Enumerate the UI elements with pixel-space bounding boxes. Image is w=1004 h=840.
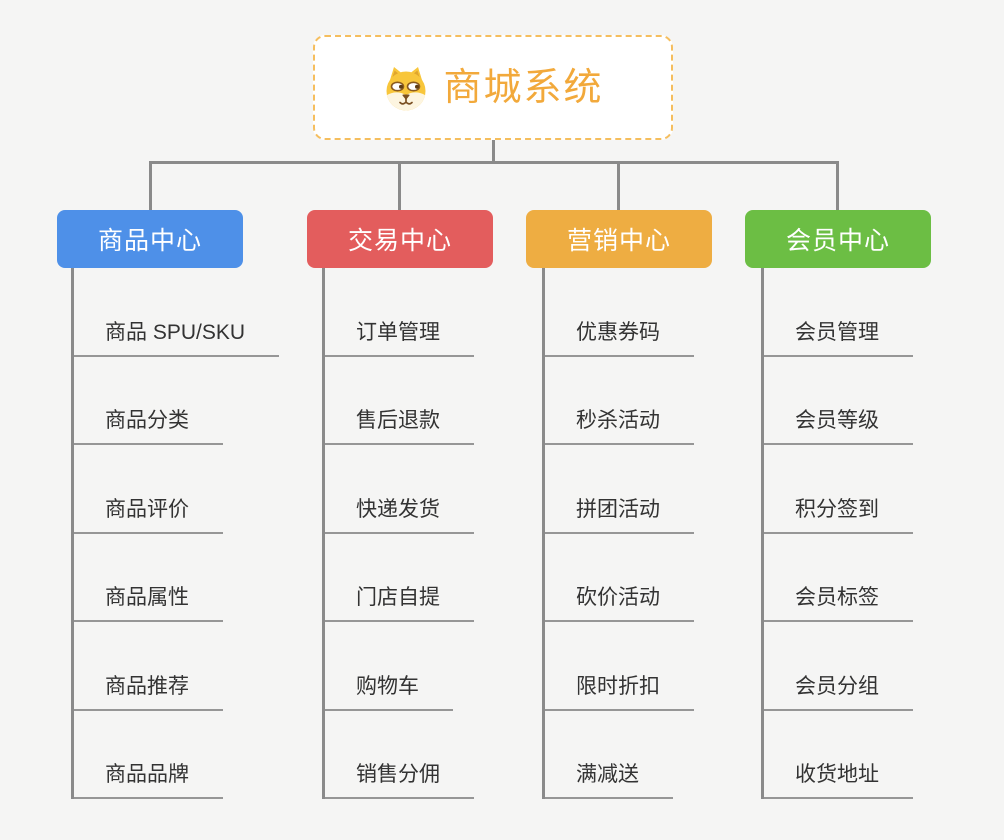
- connector-horizontal-spine: [149, 161, 839, 164]
- leaf-topic[interactable]: 满减送: [545, 711, 673, 799]
- branch-topic-trade-center[interactable]: 交易中心: [307, 210, 493, 268]
- leaf-topic[interactable]: 秒杀活动: [545, 357, 694, 445]
- leaf-topic[interactable]: 商品分类: [74, 357, 223, 445]
- connector-drop-marketing: [617, 161, 620, 210]
- branch-children-product: 商品 SPU/SKU 商品分类 商品评价 商品属性 商品推荐 商品品牌: [71, 268, 280, 799]
- branch-topic-member-center[interactable]: 会员中心: [745, 210, 931, 268]
- branch-topic-product-center[interactable]: 商品中心: [57, 210, 243, 268]
- leaf-topic[interactable]: 商品属性: [74, 534, 223, 622]
- root-topic[interactable]: 商城系统: [313, 35, 673, 140]
- leaf-topic[interactable]: 销售分佣: [325, 711, 474, 799]
- leaf-topic[interactable]: 会员管理: [764, 268, 913, 357]
- leaf-topic[interactable]: 商品评价: [74, 445, 223, 534]
- branch-topic-marketing-center[interactable]: 营销中心: [526, 210, 712, 268]
- branch-topic-label: 营销中心: [566, 227, 671, 255]
- leaf-topic[interactable]: 快递发货: [325, 445, 474, 534]
- branch-topic-label: 商品中心: [97, 227, 202, 255]
- leaf-topic[interactable]: 商品推荐: [74, 622, 223, 711]
- branch-children-trade: 订单管理 售后退款 快递发货 门店自提 购物车 销售分佣: [322, 268, 474, 799]
- leaf-topic[interactable]: 拼团活动: [545, 445, 694, 534]
- leaf-topic[interactable]: 会员分组: [764, 622, 913, 711]
- branch-topic-label: 会员中心: [785, 227, 890, 255]
- leaf-topic[interactable]: 会员等级: [764, 357, 913, 445]
- leaf-topic[interactable]: 售后退款: [325, 357, 474, 445]
- leaf-topic[interactable]: 限时折扣: [545, 622, 694, 711]
- branch-children-marketing: 优惠券码 秒杀活动 拼团活动 砍价活动 限时折扣 满减送: [542, 268, 694, 799]
- connector-drop-member: [836, 161, 839, 210]
- connector-drop-product: [149, 161, 152, 210]
- leaf-topic[interactable]: 会员标签: [764, 534, 913, 622]
- leaf-topic[interactable]: 商品 SPU/SKU: [74, 268, 280, 357]
- leaf-topic[interactable]: 购物车: [325, 622, 453, 711]
- dog-face-icon: [382, 64, 430, 112]
- leaf-topic[interactable]: 订单管理: [325, 268, 474, 357]
- leaf-topic[interactable]: 收货地址: [764, 711, 913, 799]
- branch-topic-label: 交易中心: [347, 227, 452, 255]
- root-topic-label: 商城系统: [443, 66, 604, 109]
- branch-children-member: 会员管理 会员等级 积分签到 会员标签 会员分组 收货地址: [761, 268, 913, 799]
- leaf-topic[interactable]: 商品品牌: [74, 711, 223, 799]
- connector-drop-trade: [398, 161, 401, 210]
- leaf-topic[interactable]: 门店自提: [325, 534, 474, 622]
- leaf-topic[interactable]: 砍价活动: [545, 534, 694, 622]
- connector-root-stem: [492, 139, 495, 163]
- leaf-topic[interactable]: 优惠券码: [545, 268, 694, 357]
- leaf-topic[interactable]: 积分签到: [764, 445, 913, 534]
